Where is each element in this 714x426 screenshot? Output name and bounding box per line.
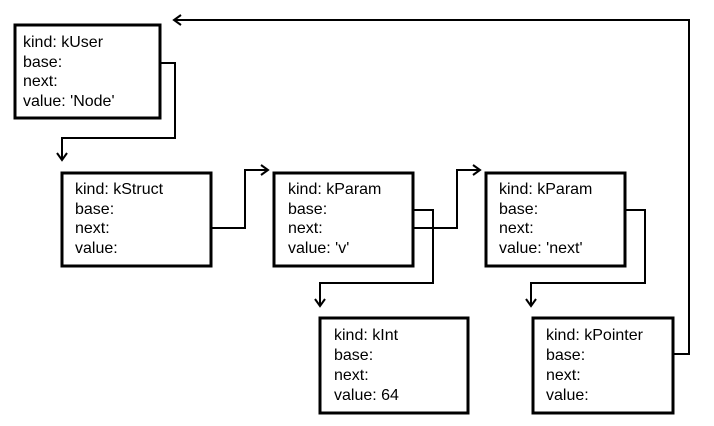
field-next: next: — [334, 367, 369, 384]
arrowhead-int — [314, 298, 326, 308]
field-kind: kind: kUser — [23, 34, 104, 51]
node-box — [60, 171, 213, 268]
field-base: base: — [75, 201, 114, 218]
node-box — [13, 23, 162, 120]
field-kind: kind: kParam — [288, 181, 381, 198]
field-base: base: — [499, 201, 538, 218]
field-value: value: — [75, 240, 118, 257]
node-kint: kind: kInt base: next: value: 64 — [318, 316, 470, 415]
node-box — [484, 171, 627, 268]
node-kparam-v: kind: kParam base: next: value: 'v' — [272, 171, 415, 268]
field-base: base: — [288, 201, 327, 218]
field-kind: kind: kInt — [334, 327, 399, 344]
node-kstruct: kind: kStruct base: next: value: — [60, 171, 213, 268]
field-next: next: — [288, 220, 323, 237]
node-box — [318, 316, 470, 415]
node-kpointer: kind: kPointer base: next: value: — [531, 316, 675, 415]
field-kind: kind: kParam — [499, 181, 592, 198]
node-kparam-next: kind: kParam base: next: value: 'next' — [484, 171, 627, 268]
field-next: next: — [23, 73, 58, 90]
arrowhead-param2 — [472, 164, 482, 176]
field-kind: kind: kStruct — [75, 181, 164, 198]
node-box — [272, 171, 415, 268]
node-box — [531, 316, 675, 415]
field-value: value: 'next' — [499, 240, 583, 257]
field-value: value: — [546, 387, 589, 404]
field-value: value: 'Node' — [23, 93, 115, 110]
field-kind: kind: kPointer — [546, 327, 644, 344]
field-next: next: — [546, 367, 581, 384]
field-base: base: — [23, 54, 62, 71]
field-base: base: — [546, 347, 585, 364]
field-next: next: — [75, 220, 110, 237]
field-value: value: 'v' — [288, 240, 349, 257]
arrowhead-user — [172, 14, 182, 26]
field-base: base: — [334, 347, 373, 364]
arrowhead-param1 — [260, 164, 270, 176]
arrowhead-struct — [56, 152, 68, 162]
field-next: next: — [499, 220, 534, 237]
arrowhead-pointer — [525, 298, 537, 308]
node-kuser: kind: kUser base: next: value: 'Node' — [13, 23, 162, 120]
field-value: value: 64 — [334, 387, 399, 404]
